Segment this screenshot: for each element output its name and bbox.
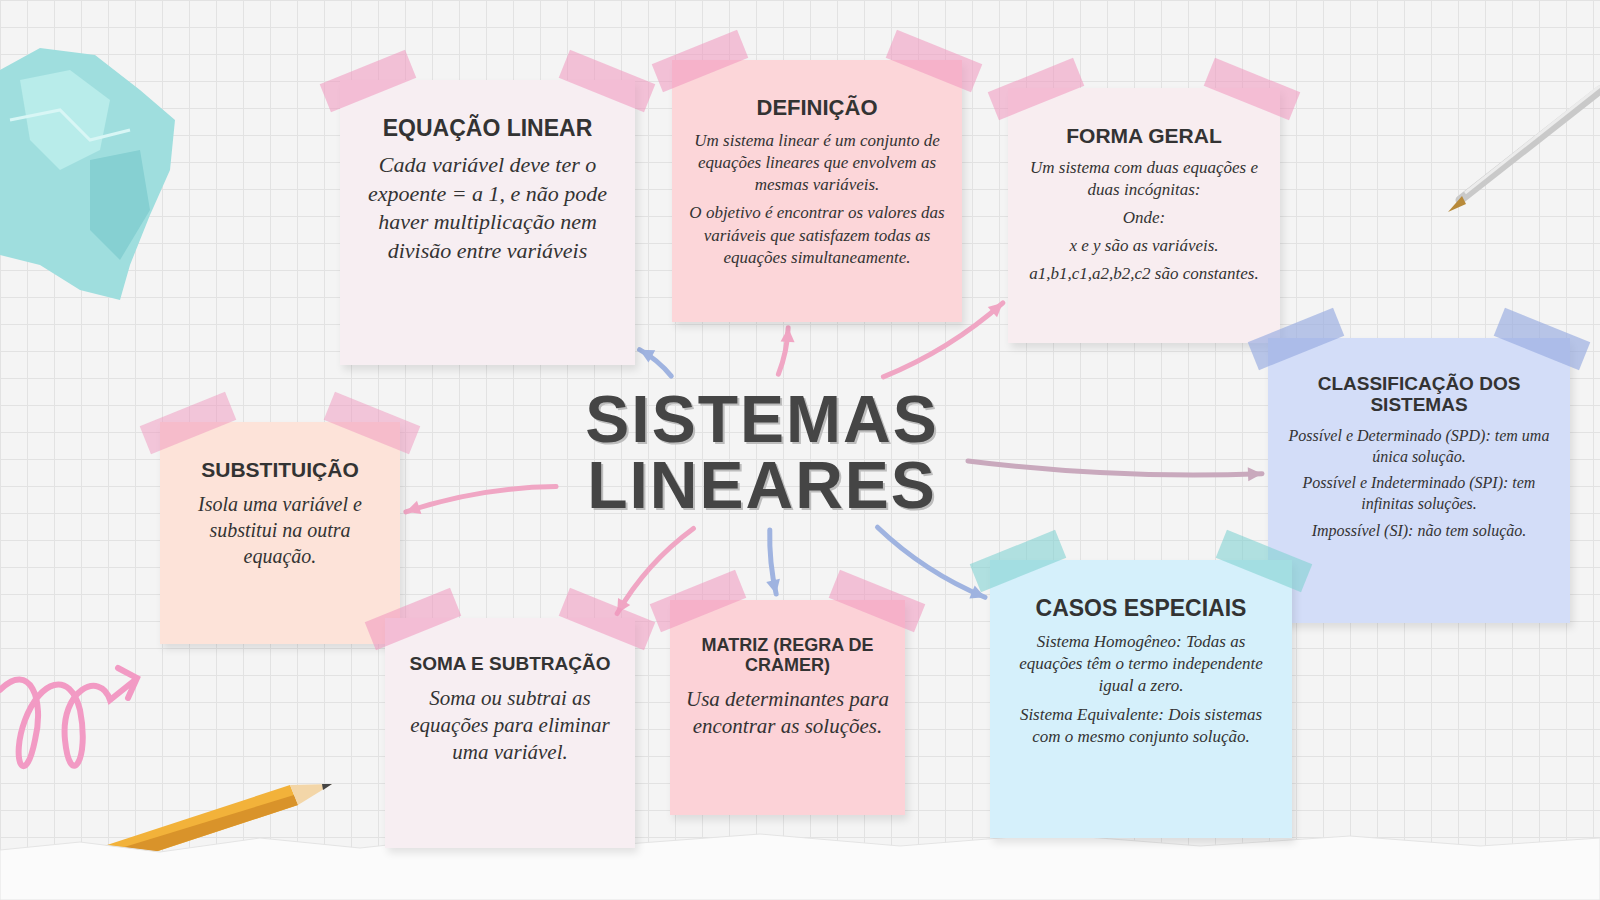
tape-strip — [1204, 58, 1301, 120]
connector-arrow — [968, 461, 1262, 481]
connector-line — [406, 487, 556, 512]
sticky-note: MATRIZ (REGRA DE CRAMER) Usa determinante… — [670, 600, 905, 815]
connector-arrow — [878, 527, 985, 598]
note-heading: MATRIZ (REGRA DE CRAMER) — [686, 636, 889, 676]
note-body: Onde: — [1024, 207, 1264, 229]
note-body: Possível e Determinado (SPD): tem uma ún… — [1284, 426, 1554, 468]
note-body: Sistema Equivalente: Dois sistemas com o… — [1006, 704, 1276, 748]
arrow-head — [640, 350, 656, 363]
connector-arrow — [406, 487, 556, 514]
tape-strip — [140, 392, 237, 454]
connector-arrow — [778, 328, 794, 374]
sticky-note: CLASSIFICAÇÃO DOS SISTEMAS Possível e Det… — [1268, 338, 1570, 623]
note-body: Impossível (SI): não tem solução. — [1284, 521, 1554, 542]
tape-strip — [559, 50, 656, 112]
note-body: Usa determinantes para encontrar as solu… — [686, 686, 889, 741]
note-heading: CLASSIFICAÇÃO DOS SISTEMAS — [1284, 374, 1554, 416]
tape-strip — [652, 30, 749, 92]
note-body: Sistema Homogêneo: Todas as equações têm… — [1006, 631, 1276, 697]
central-title: SISTEMAS LINEARES — [572, 386, 952, 518]
note-body: Um sistema linear é um conjunto de equaç… — [688, 130, 946, 196]
note-body: O objetivo é encontrar os valores das va… — [688, 202, 946, 268]
note-heading: EQUAÇÃO LINEAR — [356, 116, 619, 141]
note-body: a1,b1,c1,a2,b2,c2 são constantes. — [1024, 263, 1264, 285]
arrow-head — [988, 303, 1003, 318]
note-heading: DEFINIÇÃO — [688, 96, 946, 120]
arrow-head — [781, 328, 795, 342]
tape-strip — [559, 588, 656, 650]
tape-strip — [320, 50, 417, 112]
squiggle-head — [118, 668, 137, 698]
sticky-note: CASOS ESPECIAIS Sistema Homogêneo: Todas … — [990, 560, 1292, 838]
arrow-head — [1248, 467, 1262, 481]
pen — [1448, 86, 1600, 212]
tape-strip — [970, 530, 1067, 592]
note-body: x e y são as variáveis. — [1024, 235, 1264, 257]
note-body: Soma ou subtrai as equações para elimina… — [401, 685, 619, 767]
note-heading: FORMA GERAL — [1024, 124, 1264, 147]
sticky-note: SUBSTITUIÇÃO Isola uma variável e substit… — [160, 422, 400, 644]
connector-arrow — [640, 350, 672, 376]
central-topic: SISTEMAS LINEARES — [562, 380, 962, 524]
note-body: Cada variável deve ter o expoente = a 1,… — [356, 151, 619, 265]
note-body: Um sistema com duas equações e duas incó… — [1024, 157, 1264, 201]
sticky-note: FORMA GERAL Um sistema com duas equações … — [1008, 88, 1280, 343]
sticky-note: DEFINIÇÃO Um sistema linear é um conjunto… — [672, 60, 962, 322]
note-body: Isola uma variável e substitui na outra … — [176, 491, 384, 569]
connector-arrow — [766, 530, 780, 594]
arrow-head — [406, 501, 421, 514]
squiggle — [0, 680, 135, 767]
note-heading: CASOS ESPECIAIS — [1006, 596, 1276, 621]
tape-strip — [1494, 308, 1591, 370]
tape-strip — [988, 58, 1085, 120]
connector-line — [640, 350, 672, 376]
note-heading: SOMA E SUBTRAÇÃO — [401, 654, 619, 675]
tape-strip — [886, 30, 983, 92]
note-heading: SUBSTITUIÇÃO — [176, 458, 384, 481]
tape-strip — [650, 570, 747, 632]
connector-line — [968, 461, 1262, 475]
note-body: Possível e Indeterminado (SPI): tem infi… — [1284, 473, 1554, 515]
arrow-head — [766, 579, 780, 594]
torn-paper — [0, 834, 1600, 900]
tape-strip — [829, 570, 926, 632]
connector-line — [878, 527, 985, 597]
sticky-note: EQUAÇÃO LINEAR Cada variável deve ter o e… — [340, 80, 635, 365]
sticky-note: SOMA E SUBTRAÇÃO Soma ou subtrai as equaç… — [385, 618, 635, 848]
tape-strip — [324, 392, 421, 454]
crumpled-paper — [0, 48, 175, 300]
